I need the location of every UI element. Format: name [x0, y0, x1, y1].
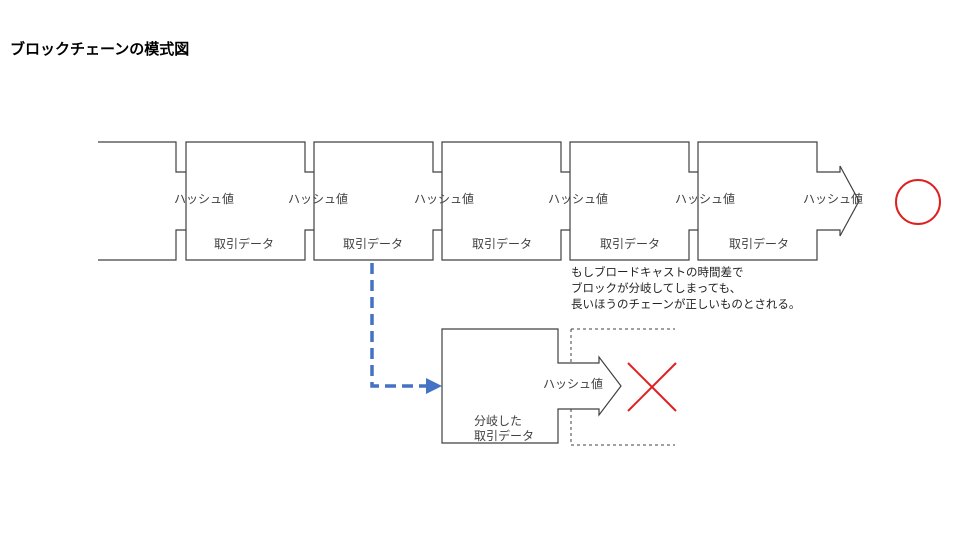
main-chain-hash-labels: ハッシュ値 ハッシュ値 ハッシュ値 ハッシュ値 ハッシュ値 ハッシュ値 [174, 191, 863, 206]
note-line-1: もしブロードキャストの時間差で [571, 265, 744, 279]
page-title: ブロックチェーンの模式図 [10, 40, 190, 58]
forked-block-outline [441, 328, 622, 444]
hash-label-1: ハッシュ値 [288, 191, 348, 206]
forked-next-block-dashed [570, 328, 675, 446]
fork-arrow-head [426, 378, 442, 394]
data-label-3: 取引データ [600, 236, 660, 251]
data-label-2: 取引データ [472, 236, 532, 251]
valid-circle-icon [895, 179, 941, 225]
note-line-3: 長いほうのチェーンが正しいものとされる。 [571, 297, 800, 311]
explanation-note: もしブロードキャストの時間差で ブロックが分岐してしまっても、 長いほうのチェー… [571, 265, 800, 311]
hash-label-0: ハッシュ値 [174, 191, 234, 206]
data-label-4: 取引データ [729, 236, 789, 251]
forked-block: ハッシュ値 分岐した 取引データ [441, 328, 675, 446]
fork-hash-label: ハッシュ値 [543, 376, 603, 391]
main-chain-data-labels: 取引データ 取引データ 取引データ 取引データ 取引データ [214, 236, 789, 251]
fork-arrow-line [370, 263, 426, 388]
fork-data-line-2: 取引データ [474, 428, 534, 443]
note-line-2: ブロックが分岐してしまっても、 [571, 281, 741, 295]
hash-label-3: ハッシュ値 [548, 191, 608, 206]
data-label-1: 取引データ [343, 236, 403, 251]
fork-arrow [370, 263, 442, 394]
invalid-cross-icon [627, 362, 677, 412]
hash-label-2: ハッシュ値 [414, 191, 474, 206]
main-chain [98, 141, 860, 261]
hash-label-4: ハッシュ値 [675, 191, 735, 206]
data-label-0: 取引データ [214, 236, 274, 251]
hash-label-5: ハッシュ値 [803, 191, 863, 206]
chain-block-5 [697, 141, 860, 261]
fork-data-line-1: 分岐した [474, 414, 522, 428]
